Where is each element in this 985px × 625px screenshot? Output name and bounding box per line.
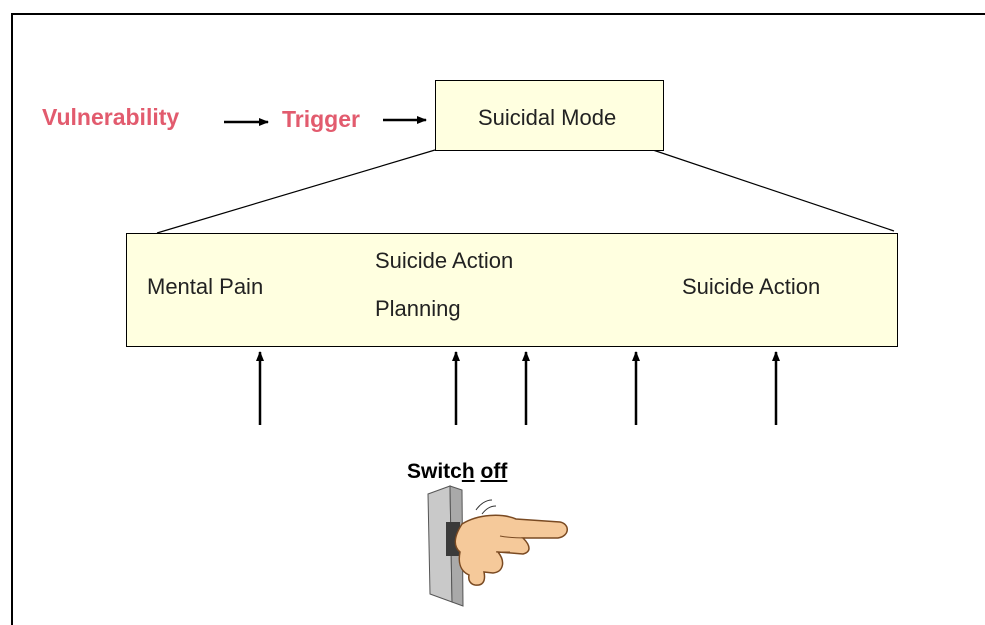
vulnerability-label: Vulnerability <box>42 104 180 130</box>
expansion-line-right <box>652 149 895 232</box>
expansion-line-left <box>156 149 436 234</box>
mental-pain-label: Mental Pain <box>147 274 264 299</box>
planning-label-line2: Planning <box>375 296 461 321</box>
suicidal-mode-label: Suicidal Mode <box>478 105 617 130</box>
hand-pressing-light-switch-icon <box>427 485 568 607</box>
planning-label-line1: Suicide Action <box>375 248 514 273</box>
suicide-action-label: Suicide Action <box>682 274 821 299</box>
switch-off-title: Switch off <box>407 460 508 483</box>
slide-frame <box>11 13 985 625</box>
suicidal-mode-box: Suicidal Mode <box>435 80 664 151</box>
trigger-label: Trigger <box>282 106 360 132</box>
process-box: Mental Pain Suicide Action Planning Suic… <box>126 233 898 347</box>
